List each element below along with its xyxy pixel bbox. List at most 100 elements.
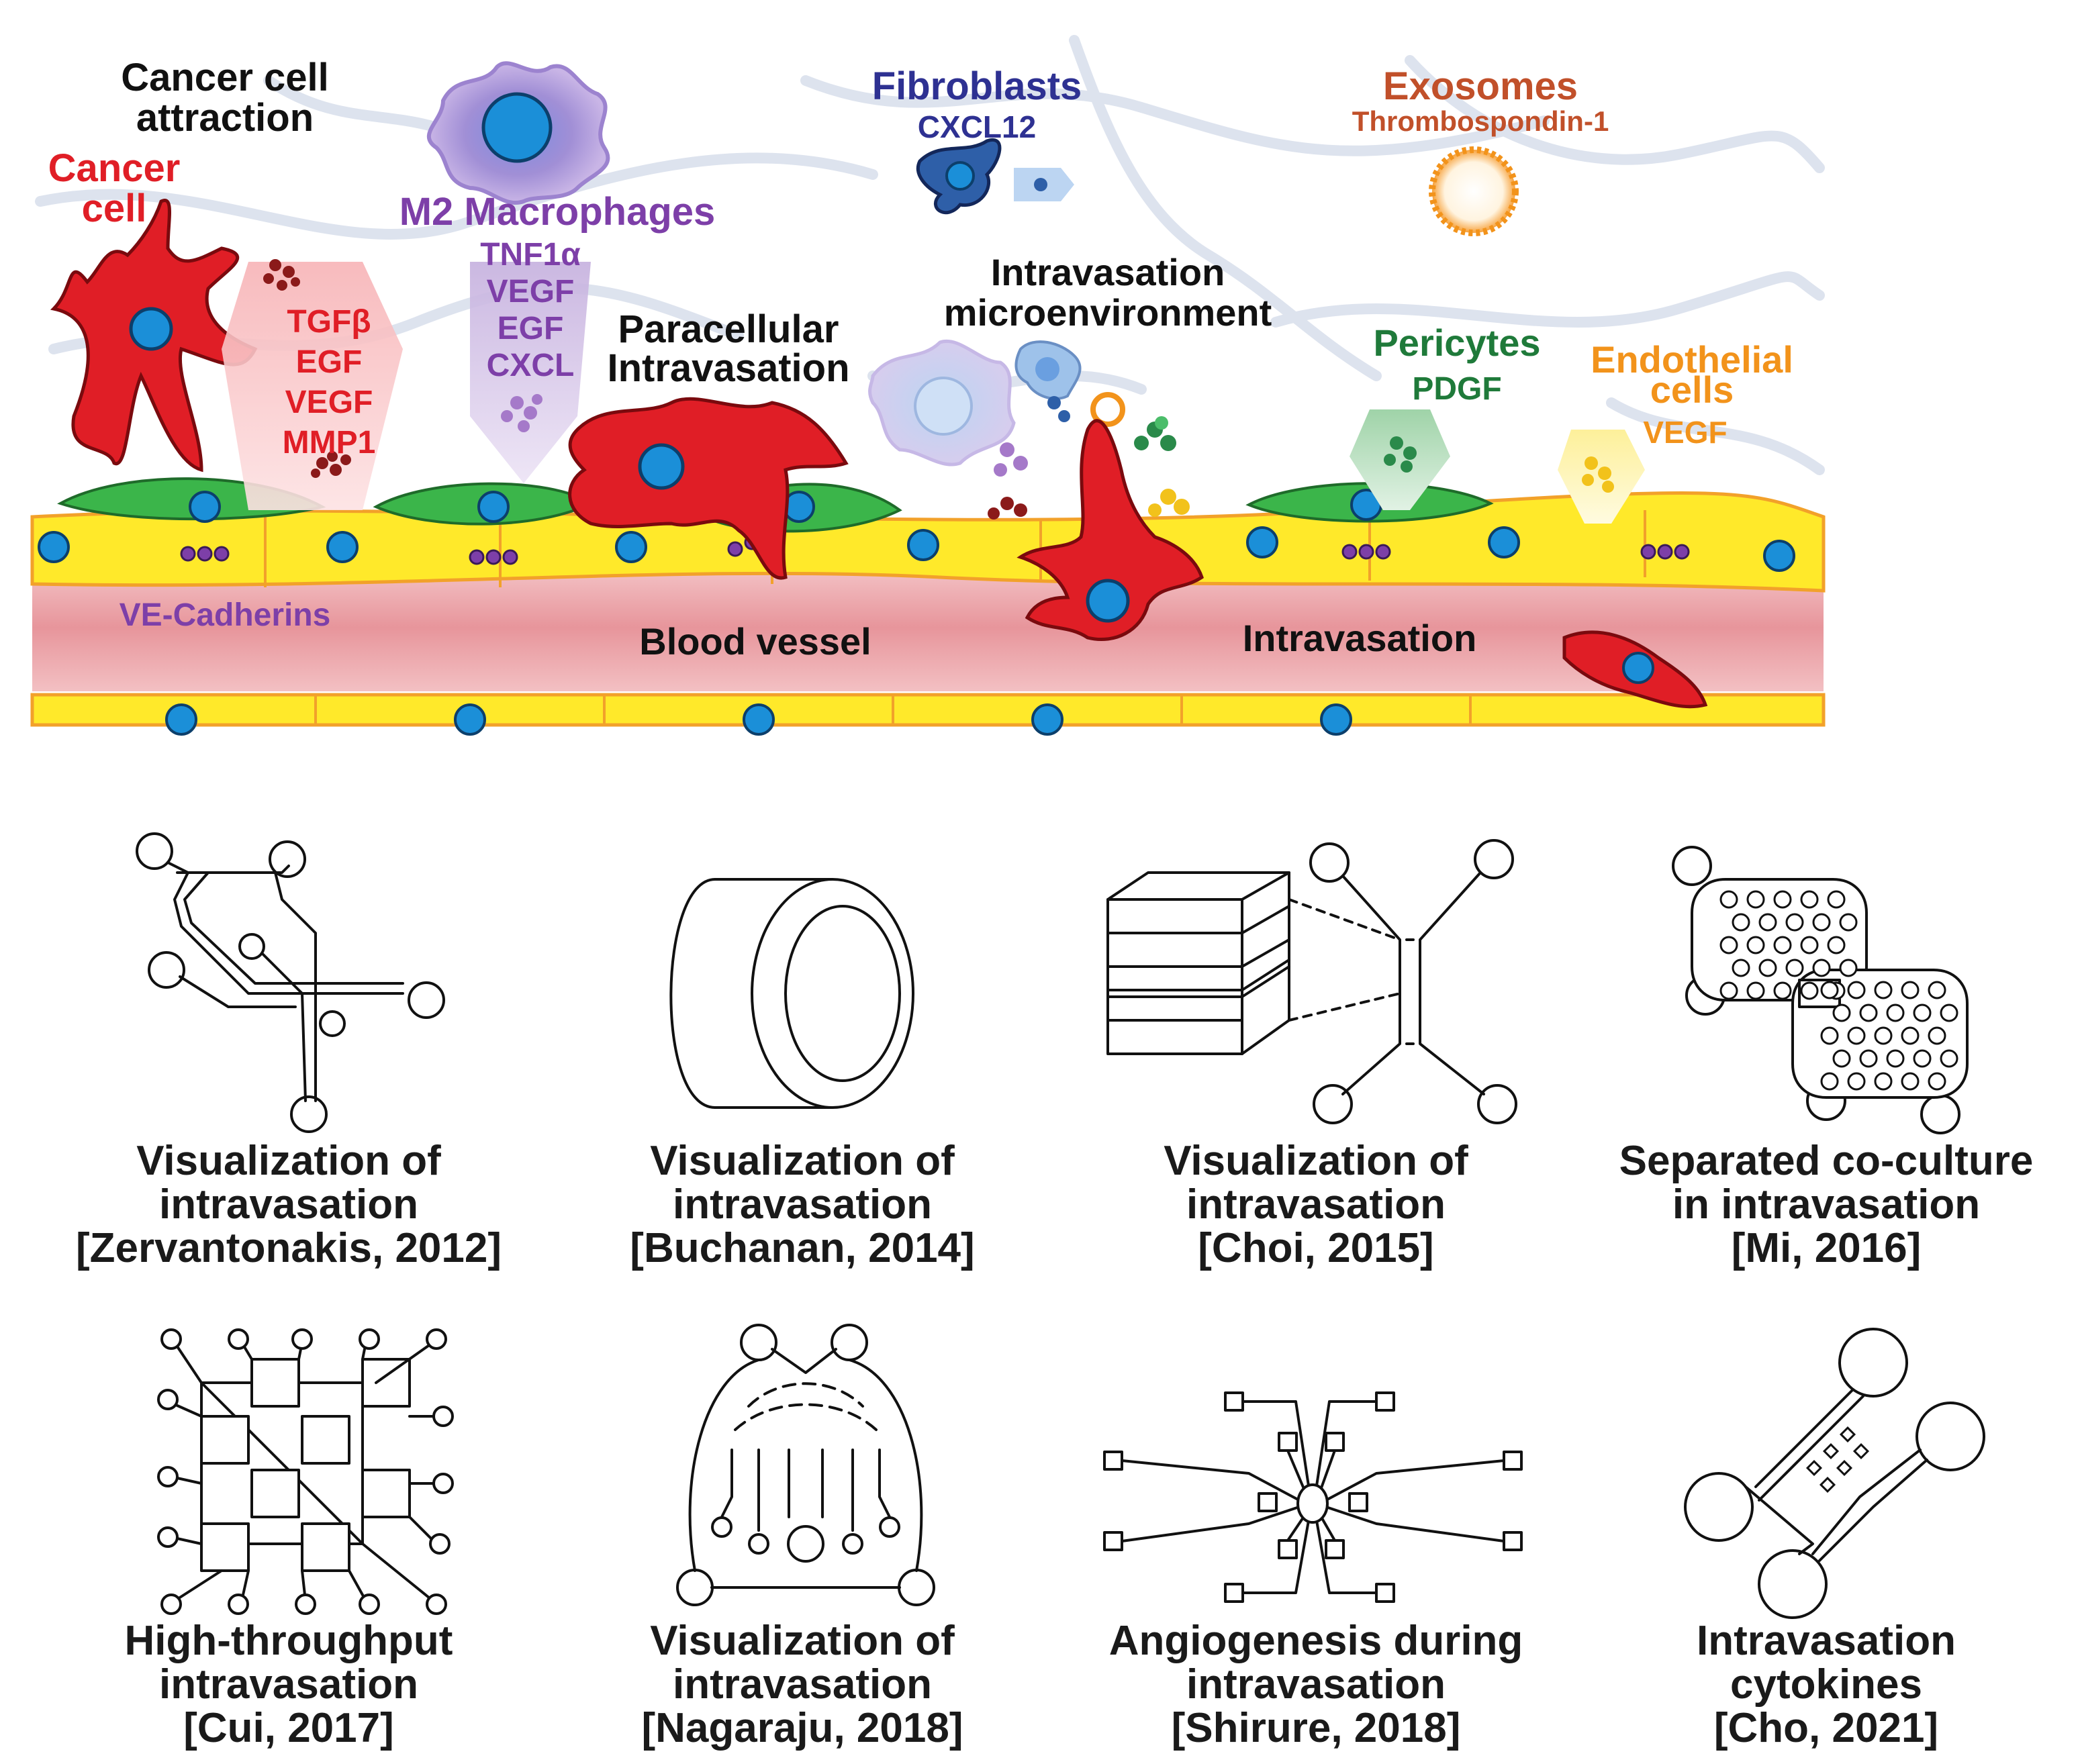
macrophage-factor-2: VEGF bbox=[487, 274, 575, 309]
well-dot bbox=[1874, 1072, 1893, 1091]
caption-1-line2: intravasation bbox=[159, 1181, 418, 1228]
well-dot bbox=[1785, 959, 1804, 977]
caption-1-line1: Visualization of bbox=[136, 1138, 441, 1184]
caption-6-line3: [Nagaraju, 2018] bbox=[642, 1705, 963, 1751]
caption-3-line1: Visualization of bbox=[1164, 1138, 1468, 1184]
well-dot bbox=[1928, 1026, 1946, 1045]
tube-icon bbox=[669, 878, 914, 1109]
intravasation-label: Intravasation bbox=[1243, 617, 1477, 659]
cancer-factor-2: EGF bbox=[296, 344, 363, 380]
cancer-cell-attraction-line2: attraction bbox=[136, 96, 314, 140]
caption-5-line1: High-throughput bbox=[125, 1618, 453, 1664]
m2-macrophage bbox=[426, 61, 610, 205]
well-dot bbox=[1874, 981, 1893, 999]
device-captions: Visualization of intravasation [Zervanto… bbox=[76, 1138, 2033, 1751]
endothelial-label-line1: Endothelial bbox=[1591, 338, 1793, 381]
well-dot bbox=[1847, 1072, 1866, 1091]
well-dot bbox=[1901, 1026, 1920, 1045]
caption-7-line3: [Shirure, 2018] bbox=[1172, 1705, 1461, 1751]
caption-6-line2: intravasation bbox=[673, 1661, 932, 1708]
well-dot bbox=[1719, 936, 1738, 954]
microenvironment-particles bbox=[988, 392, 1190, 520]
well-dot bbox=[1820, 981, 1839, 999]
paracellular-cancer-cell bbox=[568, 397, 849, 580]
caption-4-line3: [Mi, 2016] bbox=[1732, 1225, 1922, 1271]
well-dot bbox=[1800, 890, 1819, 909]
intravasation-illustration: Cancer cell attraction Cancer cell TGFβ … bbox=[30, 34, 1826, 736]
well-dot bbox=[1827, 936, 1846, 954]
well-dot bbox=[1913, 1003, 1932, 1022]
fibroblast-factor: CXCL12 bbox=[918, 109, 1036, 144]
endothelial-label-line2: cells bbox=[1650, 369, 1734, 411]
pericytes-label: Pericytes bbox=[1373, 322, 1540, 364]
well-dot bbox=[1839, 913, 1858, 932]
well-dot bbox=[1800, 936, 1819, 954]
well-dot bbox=[1874, 1026, 1893, 1045]
well-dot bbox=[1859, 1003, 1878, 1022]
microenvironment-label-line2: microenvironment bbox=[944, 291, 1272, 334]
caption-8-line3: [Cho, 2021] bbox=[1714, 1705, 1938, 1751]
macrophage-factor-particles bbox=[501, 394, 542, 432]
well-dot bbox=[1859, 1049, 1878, 1068]
well-dot bbox=[1719, 890, 1738, 909]
well-dot bbox=[1901, 981, 1920, 999]
caption-1-line3: [Zervantonakis, 2012] bbox=[76, 1225, 502, 1271]
well-dot bbox=[1928, 981, 1946, 999]
caption-6-line1: Visualization of bbox=[650, 1618, 955, 1664]
well-dot bbox=[1746, 890, 1765, 909]
macrophage-factor-4: CXCL bbox=[487, 348, 575, 383]
caption-4-line2: in intravasation bbox=[1672, 1181, 1980, 1228]
arch-chip-icon bbox=[676, 1324, 935, 1606]
exosome-factor: Thrombospondin-1 bbox=[1352, 105, 1609, 137]
well-dot bbox=[1913, 1049, 1932, 1068]
well-dot bbox=[1758, 959, 1777, 977]
cancer-factor-1: TGFβ bbox=[287, 304, 371, 340]
microenvironment-macrophage bbox=[868, 339, 1082, 467]
fibroblast-cell bbox=[916, 138, 1074, 215]
well-dot bbox=[1832, 1049, 1851, 1068]
blood-vessel-label: Blood vessel bbox=[639, 620, 871, 663]
caption-2-line1: Visualization of bbox=[650, 1138, 955, 1184]
exosomes-label: Exosomes bbox=[1383, 64, 1578, 108]
caption-2-line3: [Buchanan, 2014] bbox=[630, 1225, 974, 1271]
microenvironment-label-line1: Intravasation bbox=[991, 251, 1225, 293]
paracellular-label-line1: Paracellular bbox=[618, 307, 839, 351]
intravasating-cancer-cell bbox=[1017, 419, 1204, 642]
well-dot bbox=[1847, 981, 1866, 999]
well-dot bbox=[1746, 936, 1765, 954]
well-dot bbox=[1773, 890, 1792, 909]
circulating-cancer-cell bbox=[1562, 630, 1708, 709]
diagonal-chip-icon bbox=[1684, 1328, 1985, 1619]
well-dot bbox=[1719, 981, 1738, 1000]
well-dot bbox=[1832, 1003, 1851, 1022]
cancer-factor-4: MMP1 bbox=[283, 425, 376, 460]
caption-8-line1: Intravasation bbox=[1697, 1618, 1956, 1664]
well-dot bbox=[1886, 1003, 1905, 1022]
well-dot bbox=[1746, 981, 1765, 1000]
ve-cadherin-junctions bbox=[180, 534, 1690, 565]
well-dot bbox=[1800, 981, 1819, 1000]
cancer-cell-attraction-line1: Cancer cell bbox=[121, 56, 329, 99]
caption-7-line2: intravasation bbox=[1186, 1661, 1446, 1708]
caption-3-line2: intravasation bbox=[1186, 1181, 1446, 1228]
zervantonakis-chip-icon bbox=[136, 832, 445, 1133]
cancer-cell-label-line2: cell bbox=[82, 187, 147, 230]
well-dot bbox=[1812, 959, 1831, 977]
vessel-wall-bottom bbox=[30, 693, 1826, 727]
well-dot bbox=[1732, 959, 1750, 977]
caption-5-line3: [Cui, 2017] bbox=[183, 1705, 394, 1751]
radial-chip-icon bbox=[1103, 1391, 1523, 1603]
well-dot bbox=[1773, 936, 1792, 954]
ve-cadherins-label: VE-Cadherins bbox=[120, 597, 331, 633]
caption-7-line1: Angiogenesis during bbox=[1109, 1618, 1523, 1664]
well-dot bbox=[1732, 913, 1750, 932]
well-dot bbox=[1940, 1049, 1958, 1068]
m2-macrophages-label: M2 Macrophages bbox=[399, 190, 716, 234]
well-dot bbox=[1839, 959, 1858, 977]
caption-2-line2: intravasation bbox=[673, 1181, 932, 1228]
layered-chip-icon bbox=[1106, 839, 1517, 1124]
cancer-factor-3: VEGF bbox=[285, 385, 373, 420]
well-dot bbox=[1886, 1049, 1905, 1068]
cancer-factor-particles bbox=[263, 259, 351, 478]
